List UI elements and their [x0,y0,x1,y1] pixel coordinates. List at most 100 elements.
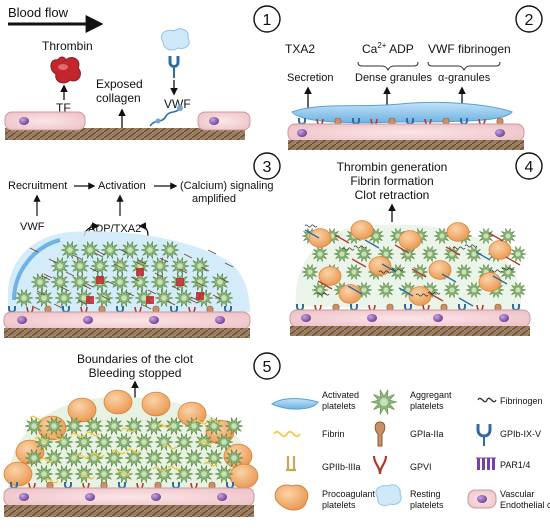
legend-fibrin-label: Fibrin [322,429,345,439]
fibrinogen [304,224,318,228]
fibrinogen-bridge [212,294,222,300]
platelet-core [361,287,367,293]
secretion-label: Secretion [287,72,333,84]
platelet-core [439,233,445,239]
fibrin-strand [157,423,172,429]
fibrin-strand [505,256,521,266]
fibrin-strand [304,229,320,239]
legend-gpiibiiia-icon [286,456,296,472]
panel-5: 5 Boundaries of the clot Bleeding stoppe… [3,352,281,517]
fibrin-strand [126,448,141,454]
alpha-granules-label: α-granules [438,72,491,84]
procoagulant-platelet [446,222,470,242]
procoagulant-platelet [398,230,422,250]
platelet-core [515,251,521,257]
platelet-core [231,423,237,429]
legend-procoagulant-icon [274,484,309,511]
signaling-label-1: (Calcium) signaling [180,180,274,192]
platelet-core [449,251,455,257]
cell-nucleus [495,129,505,137]
vwf-label-1: VWF [164,97,191,111]
panel-4: 4 Thrombin generation Fibrin formation C… [289,152,543,336]
fibrin-strand [167,465,182,471]
platelet-core [111,423,117,429]
fibrin-strand [49,435,64,441]
platelet-core [57,279,63,285]
platelet-core [181,471,187,477]
platelet-core [157,263,163,269]
procoagulant-platelet [488,240,512,260]
endothelial-layer [3,487,255,507]
cell-nucleus [85,493,95,501]
cell-nucleus [499,314,509,322]
platelet-core [449,287,455,293]
legend-aggregant-platelet-icon [370,389,398,415]
fibrin-strand [381,263,397,273]
panel-4-number-circle [515,152,543,180]
nucleus-row [301,314,509,322]
recruitment-label: Recruitment [8,180,67,192]
fibrin-strand [39,457,54,463]
platelet-core [151,455,157,461]
platelet-core [201,471,207,477]
platelet-core [127,247,133,253]
platelet-core [383,251,389,257]
legend-fibrinogen-icon [477,397,497,403]
fibrinogen-bridge [60,286,70,292]
fibrinogen-bridge [224,262,234,268]
platelet-core [111,455,117,461]
legend-resting-label-2: platelets [410,500,444,510]
platelet-core [131,423,137,429]
panel-4-line-2: Fibrin formation [350,174,433,188]
fibrinogen-bridge [130,276,140,282]
endothelial-cell [4,111,86,131]
legend-par-label: PAR1/4 [500,460,530,470]
fibrinogen [489,269,503,273]
fibrin-strand [152,466,167,472]
platelet-core [81,439,87,445]
platelet-core [71,455,77,461]
platelet-core [395,269,401,275]
granule [176,278,184,286]
platelet-core [77,263,83,269]
fibrin-strand [428,292,444,302]
platelet-core [231,455,237,461]
fibrin-strand [116,470,131,476]
fibrin-strand [193,419,208,425]
fibrin-strand [85,431,100,437]
fibrin-strand [34,436,49,442]
procoagulant-platelet [3,461,33,487]
cell-nucleus [83,316,93,324]
legend-resting-label-1: Resting [410,489,441,499]
cell-nucleus [297,129,307,137]
platelet-core [51,423,57,429]
fibrin-strand [394,244,410,254]
fibrin-strand [29,415,44,421]
platelet-core [211,455,217,461]
fibrinogen [464,244,478,248]
procoagulant-platelet [103,389,133,415]
procoagulant-platelet [308,228,332,248]
platelet-core [161,439,167,445]
fibrinogen-bridge [190,296,200,302]
panel-2-number: 2 [525,12,534,29]
panel-1-number: 1 [263,12,272,29]
fibrin-strand [441,273,457,283]
procoagulant-platelet [478,272,502,292]
legend-activated-platelet-icon [270,398,319,410]
fibrin-strand [121,427,136,433]
platelet-core [161,295,167,301]
platelet-core [121,439,127,445]
legend-gpibixv-label: GPIb-IX-V [500,429,541,439]
fibrin-strand [198,440,213,446]
platelet-core [107,247,113,253]
fibrinogen [353,245,367,249]
fibrin-strand [162,444,177,450]
platelet-core [380,398,388,406]
fibrinogen-bridge [36,290,46,296]
signaling-label-2: amplified [192,193,236,205]
panel-2: 2 TXA2 Ca2+ ADP VWF fibrinogen Secretion… [285,5,543,150]
fibrinogen [341,247,355,251]
platelet-core [471,251,477,257]
